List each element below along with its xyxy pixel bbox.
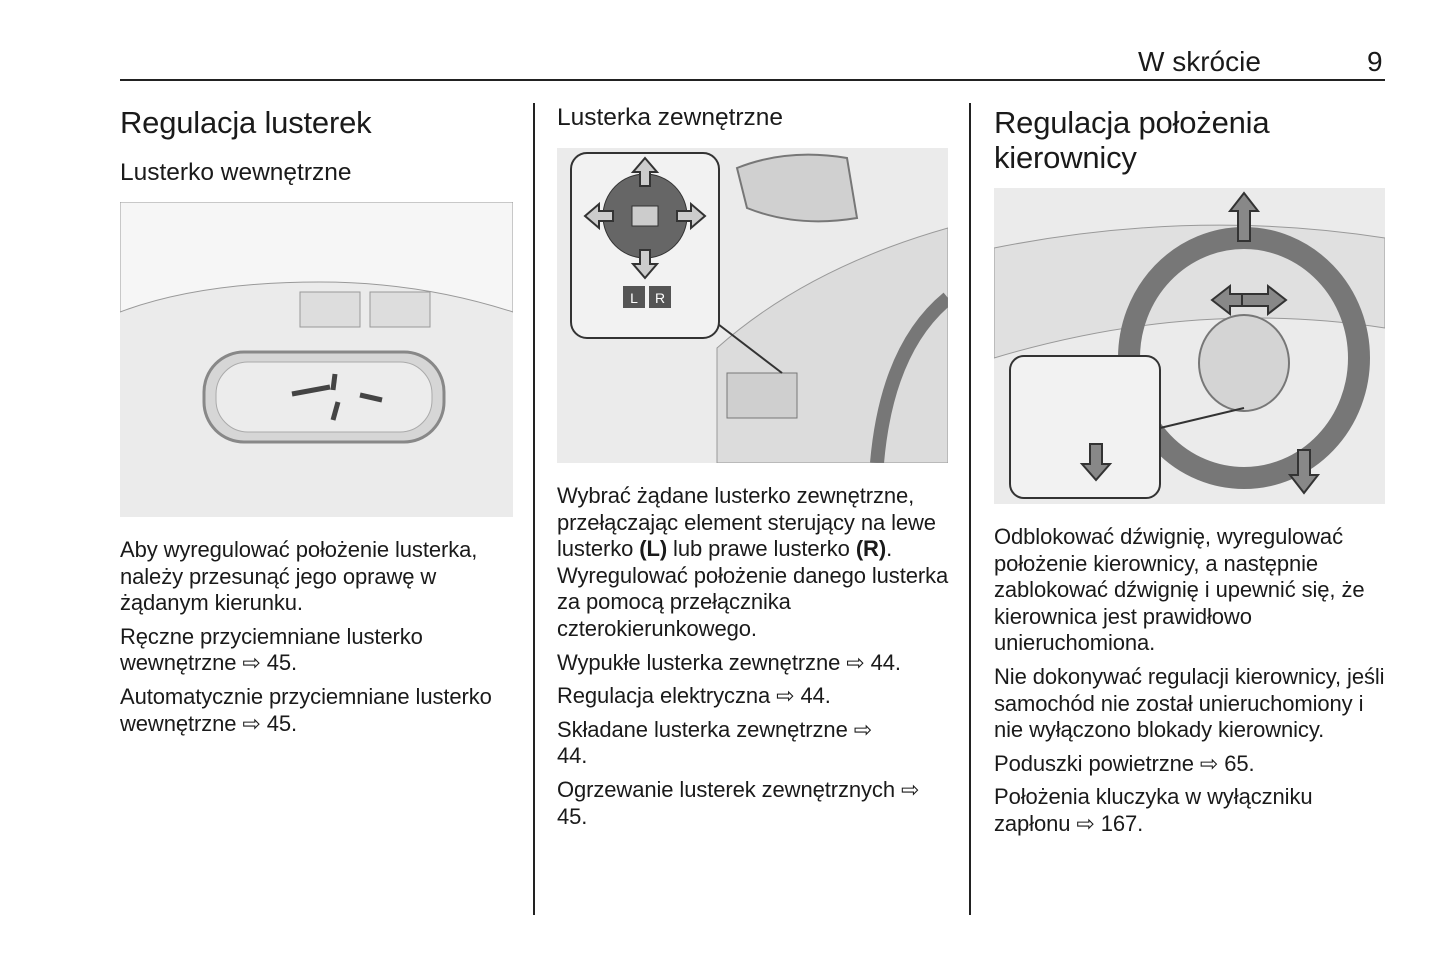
header-rule bbox=[120, 79, 1385, 81]
right-label: (R) bbox=[855, 536, 887, 562]
heading-steering-adjustment: Regulacja położenia kierownicy bbox=[994, 105, 1270, 175]
text: Wybrać żądane lusterko zewnętrzne, przeł… bbox=[557, 483, 936, 562]
interior-mirror-illustration bbox=[120, 202, 513, 517]
left-label: (L) bbox=[639, 536, 668, 562]
paragraph: Ogrzewanie lusterek zewnętrznych ⇨ 45. bbox=[557, 776, 920, 829]
exterior-mirror-illustration: L R bbox=[557, 148, 948, 463]
paragraph: Odblokować dźwignię, wyregulować położen… bbox=[994, 524, 1365, 656]
paragraph: Wybrać żądane lusterko zewnętrzne, przeł… bbox=[557, 483, 952, 643]
paragraph: Aby wyregulować położenie lusterka, nale… bbox=[120, 537, 478, 616]
text: . Wyregulować położenie danego lusterka … bbox=[557, 536, 949, 641]
paragraph: Ręczne przyciemniane lusterko wewnętrzne… bbox=[120, 623, 423, 676]
heading-mirror-adjustment: Regulacja lusterek bbox=[120, 105, 372, 140]
column-divider bbox=[533, 103, 535, 915]
column-steering: Regulacja położenia kierownicy Odblokowa… bbox=[994, 105, 1389, 845]
right-mirror-label: R bbox=[655, 290, 665, 306]
left-mirror-label: L bbox=[630, 290, 638, 306]
column-divider bbox=[969, 103, 971, 915]
subheading-interior-mirror: Lusterko wewnętrzne bbox=[120, 159, 352, 186]
section-title: W skrócie bbox=[1138, 46, 1261, 77]
text: lub prawe lusterko bbox=[667, 536, 856, 562]
column-mirrors: Regulacja lusterek Lusterko wewnętrzne A… bbox=[120, 105, 515, 744]
paragraph: Nie dokonywać regulacji kierownicy, jeśl… bbox=[994, 663, 1385, 743]
paragraph: Automatycznie przyciemniane lusterko wew… bbox=[120, 683, 492, 736]
subheading-exterior-mirrors: Lusterka zewnętrzne bbox=[557, 104, 784, 131]
steering-wheel-illustration bbox=[994, 188, 1385, 504]
page-number: 9 bbox=[1367, 46, 1383, 77]
paragraph: Składane lusterka zewnętrzne ⇨ 44. bbox=[557, 716, 873, 769]
paragraph: Poduszki powietrzne ⇨ 65. bbox=[994, 750, 1255, 776]
column-exterior-mirrors: Lusterka zewnętrzne L R Wybrać żądane lu… bbox=[557, 103, 952, 837]
paragraph: Położenia kluczyka w wyłączniku zapłonu … bbox=[994, 784, 1313, 836]
paragraph: Wypukłe lusterka zewnętrzne ⇨ 44. bbox=[557, 649, 901, 675]
paragraph: Regulacja elektryczna ⇨ 44. bbox=[557, 683, 831, 709]
